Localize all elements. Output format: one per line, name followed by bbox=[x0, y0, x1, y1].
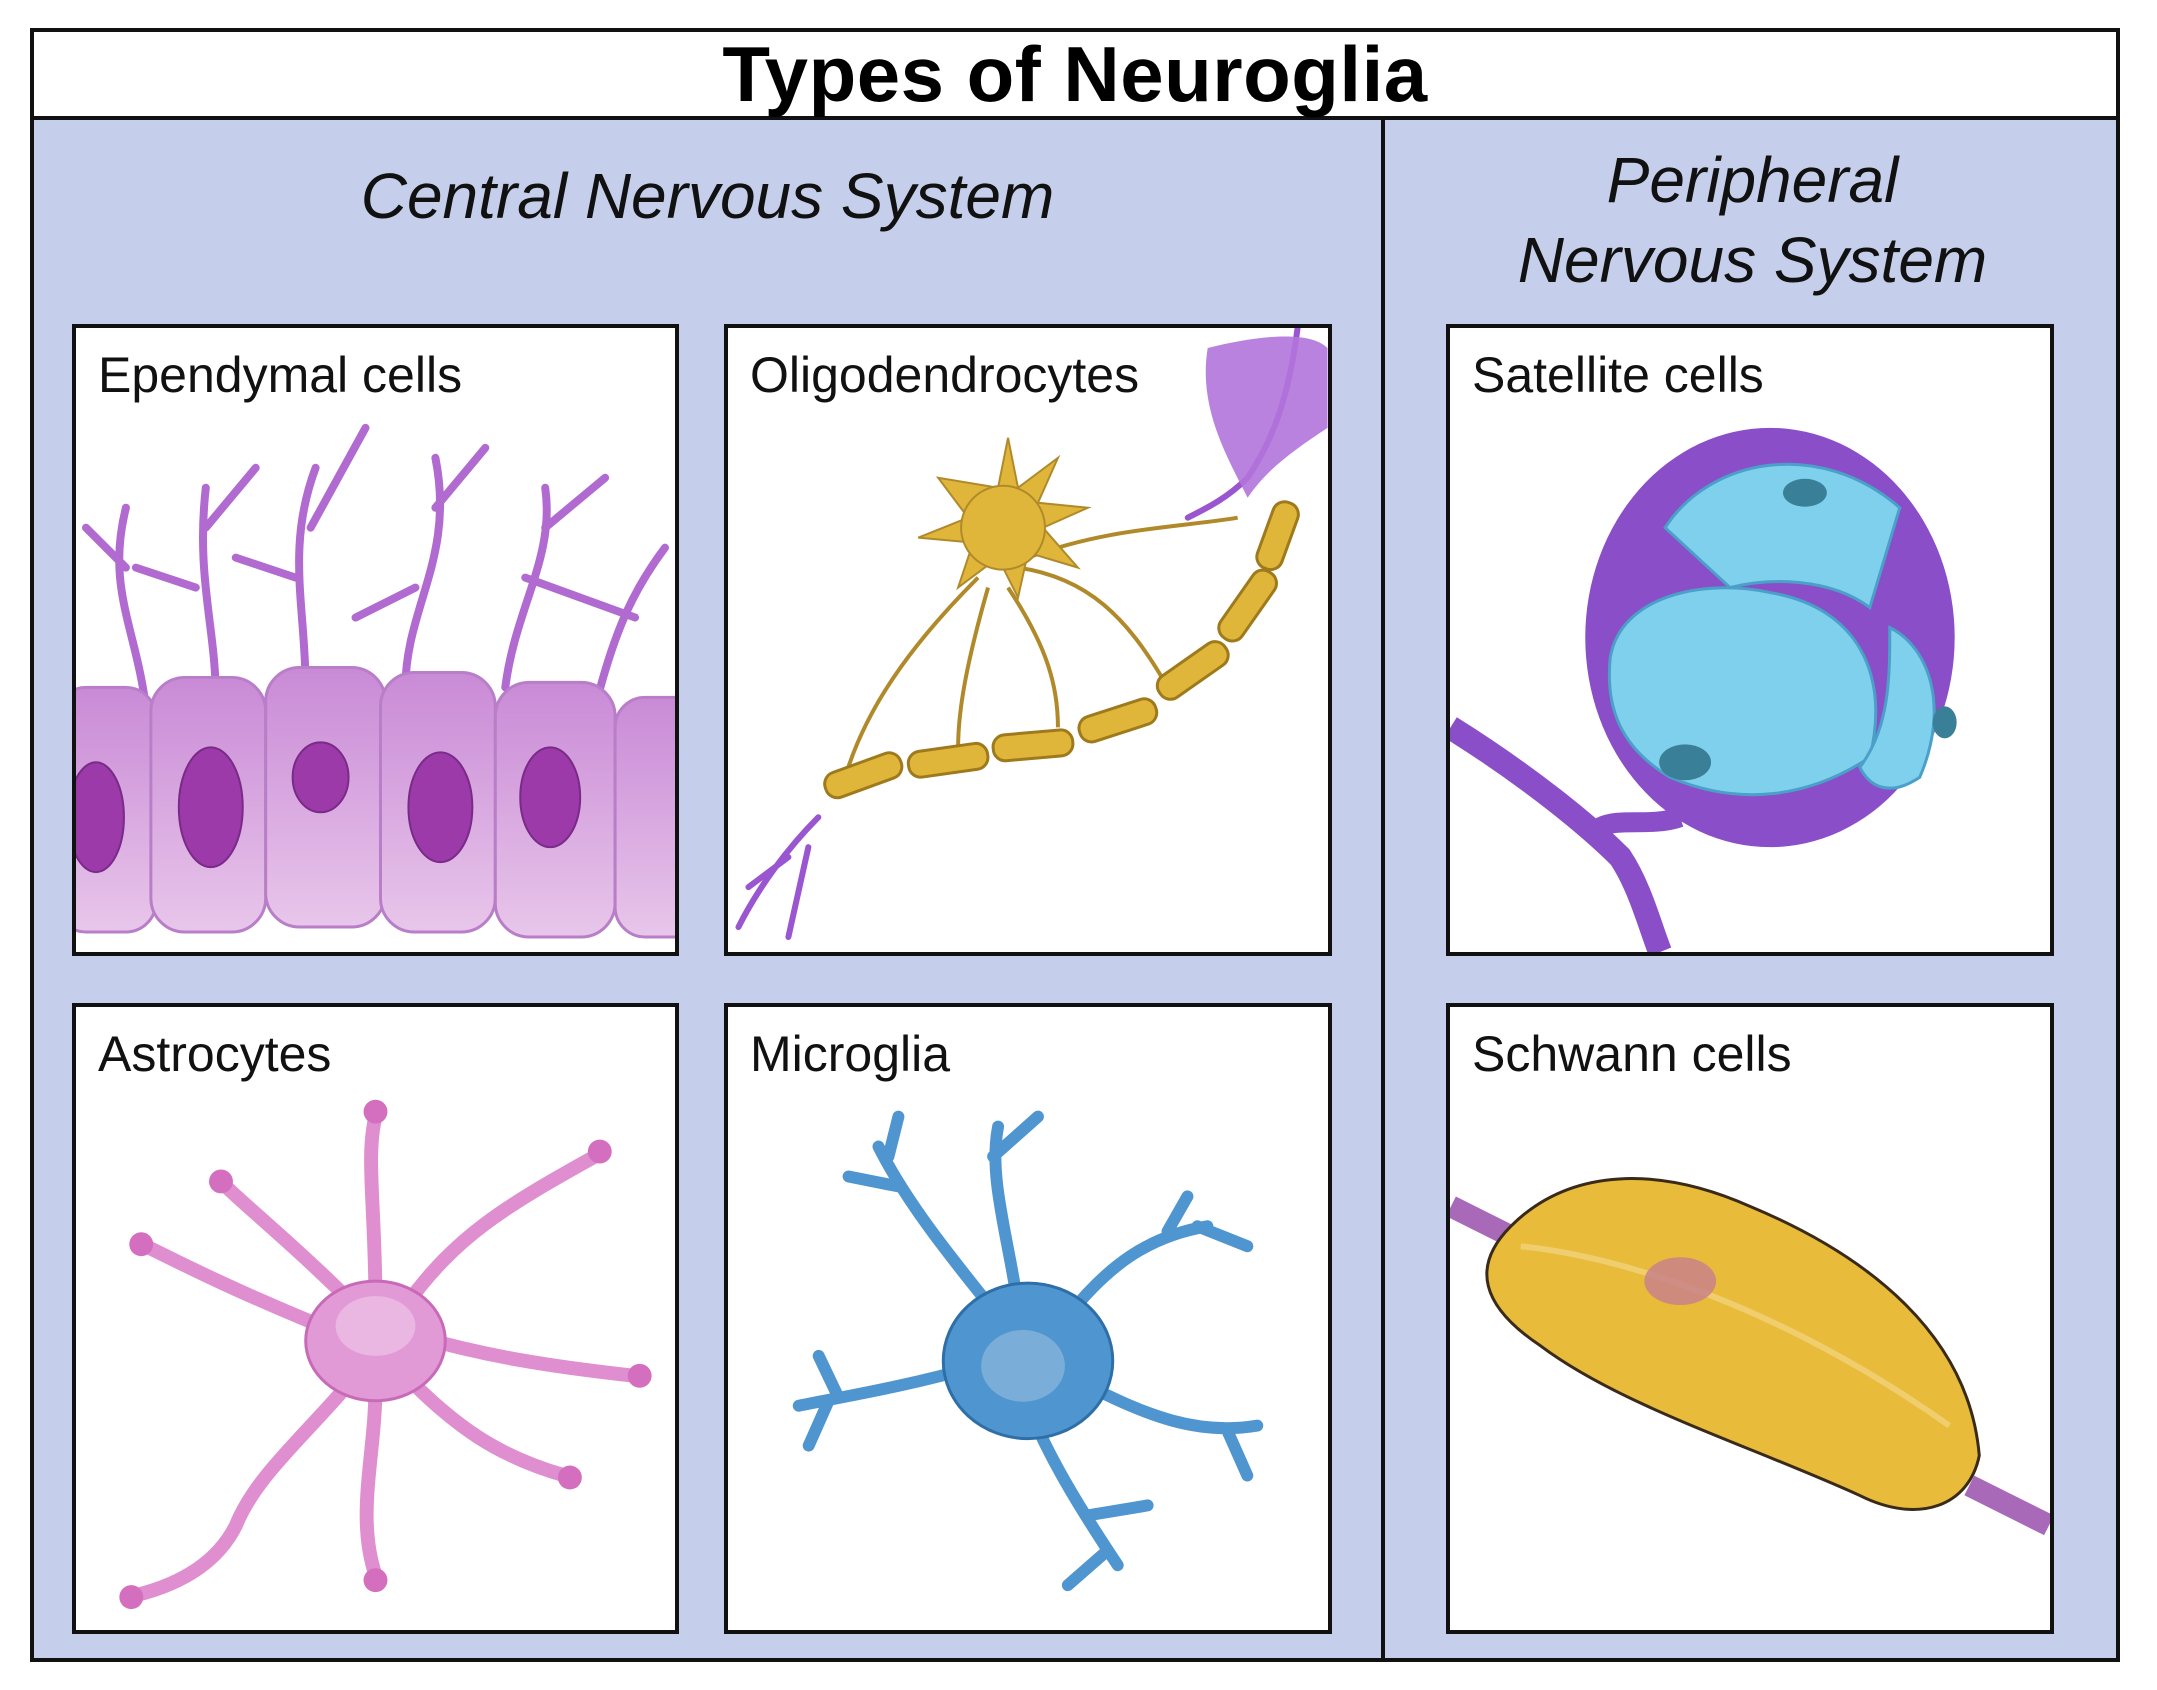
cns-heading: Central Nervous System bbox=[34, 156, 1381, 236]
panel-ependymal-cells: Ependymal cells bbox=[72, 324, 679, 956]
panel-oligodendrocytes: Oligodendrocytes bbox=[724, 324, 1332, 956]
ependymal-label: Ependymal cells bbox=[98, 347, 463, 403]
panel-microglia: Microglia bbox=[724, 1003, 1332, 1634]
astrocytes-label: Astrocytes bbox=[98, 1026, 332, 1082]
cns-heading-text: Central Nervous System bbox=[360, 160, 1055, 232]
pns-heading: Peripheral Nervous System bbox=[1385, 140, 2120, 300]
pns-heading-line2: Nervous System bbox=[1517, 224, 1988, 296]
schwann-label: Schwann cells bbox=[1472, 1026, 1792, 1082]
panel-astrocytes: Astrocytes bbox=[72, 1003, 679, 1634]
diagram-frame: Types of Neuroglia Central Nervous Syste… bbox=[30, 28, 2120, 1662]
section-divider bbox=[1381, 120, 1385, 1662]
panel-schwann-cells: Schwann cells bbox=[1446, 1003, 2054, 1634]
microglia-label: Microglia bbox=[750, 1026, 951, 1082]
satellite-label: Satellite cells bbox=[1472, 347, 1764, 403]
panel-satellite-cells: Satellite cells bbox=[1446, 324, 2054, 956]
diagram-title: Types of Neuroglia bbox=[722, 29, 1428, 118]
satellite-cells-illustration bbox=[1450, 427, 1957, 952]
title-bar: Types of Neuroglia bbox=[34, 29, 2116, 120]
oligodendrocytes-label: Oligodendrocytes bbox=[750, 347, 1140, 403]
ependymal-cells-illustration bbox=[76, 423, 675, 939]
microglia-illustration bbox=[792, 1110, 1264, 1592]
oligodendrocyte-illustration bbox=[735, 328, 1328, 941]
astrocyte-illustration bbox=[119, 1099, 652, 1610]
pns-heading-line1: Peripheral bbox=[1606, 144, 1899, 216]
schwann-cell-illustration bbox=[1450, 1177, 2050, 1536]
